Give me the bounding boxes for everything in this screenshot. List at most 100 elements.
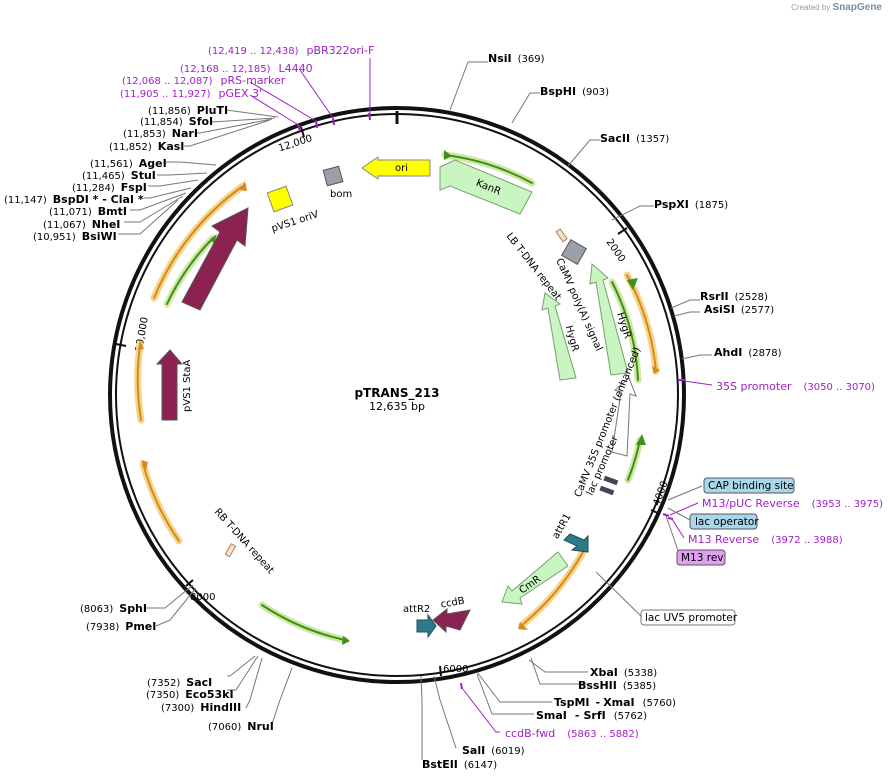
- enzyme-name: AhdI: [714, 346, 742, 359]
- primer-pos: (3972 .. 3988): [771, 535, 843, 546]
- arrowhead-icon: [342, 636, 350, 645]
- feature-attr2[interactable]: attR2: [403, 604, 437, 639]
- enzyme-pos: (1357): [636, 134, 669, 145]
- feature-bom[interactable]: bom: [322, 165, 352, 200]
- backbone-outer-circle: [108, 106, 686, 684]
- enzyme-name: NarI: [172, 127, 198, 140]
- enzyme-name: BmtI: [98, 205, 127, 218]
- enzyme-leader-lines: [118, 61, 712, 760]
- enzyme-name: FspI: [121, 181, 147, 194]
- primer-pos: (12,419 .. 12,438): [208, 46, 299, 57]
- lac-promoter-mark[interactable]: [603, 475, 619, 486]
- tick-mark: [300, 126, 305, 138]
- feature-ori[interactable]: ori: [361, 156, 431, 180]
- enzyme-pos: (5338): [624, 668, 657, 679]
- ori-arrow[interactable]: [361, 156, 431, 180]
- bom-box[interactable]: [322, 165, 344, 187]
- camv35s-arrow[interactable]: [611, 377, 637, 457]
- attr1-arrow[interactable]: [563, 533, 589, 553]
- hygr-inner-arrow[interactable]: [541, 292, 577, 381]
- callout-m13-rev[interactable]: M13 rev: [676, 549, 726, 566]
- lb-mark[interactable]: [555, 228, 568, 243]
- enzyme-pos: (5385): [623, 681, 656, 692]
- callout-lac-uv5-promoter[interactable]: lac UV5 promoter: [640, 609, 738, 626]
- enzyme-pos: (903): [582, 87, 609, 98]
- enzyme-pos: (11,147): [4, 195, 47, 206]
- cmr-arrow[interactable]: [501, 551, 569, 605]
- arrowhead-icon: [210, 234, 217, 243]
- enzyme-pos: (8063): [80, 604, 113, 615]
- callout-leader-lines: [595, 485, 703, 618]
- polya-box[interactable]: [561, 239, 587, 265]
- feature-kanr[interactable]: KanR: [439, 159, 533, 215]
- enzyme-pos: (11,071): [49, 207, 92, 218]
- enzyme-name: HindIII: [200, 701, 241, 714]
- m13-rev-box[interactable]: [676, 549, 726, 566]
- svg-text:ccdB-fwd(5863 .. 5882): ccdB-fwd(5863 .. 5882): [505, 727, 639, 740]
- lac-uv5-promoter-box[interactable]: [640, 609, 736, 626]
- enzyme-name: AsiSI: [704, 303, 735, 316]
- svg-text:SacII(1357): SacII(1357): [600, 132, 669, 145]
- rb-label: RB T-DNA repeat: [212, 507, 276, 577]
- primer-name: pRS-marker: [221, 74, 286, 87]
- ori-label: ori: [395, 163, 408, 174]
- m13-rev-label: M13 rev: [681, 552, 724, 564]
- cap-binding-site-box[interactable]: [703, 477, 795, 494]
- svg-text:(7350)Eco53kI: (7350)Eco53kI: [146, 688, 234, 701]
- pvs1-oriv-box[interactable]: [266, 185, 294, 213]
- tick-label: 12,000: [277, 133, 314, 154]
- svg-text:(7300)HindIII: (7300)HindIII: [161, 701, 241, 714]
- svg-text:(8063)SphI: (8063)SphI: [80, 602, 147, 615]
- gene-arc: [611, 281, 639, 381]
- plasmid-length: 12,635 bp: [369, 400, 425, 413]
- pvs1-repa-arrow[interactable]: [181, 207, 249, 311]
- svg-text:(12,068 .. 12,087)pRS-marker: (12,068 .. 12,087)pRS-marker: [122, 74, 286, 87]
- svg-text:(11,147)BspDI * - ClaI *: (11,147)BspDI * - ClaI *: [4, 193, 144, 206]
- svg-text:(7352)SacI: (7352)SacI: [147, 676, 212, 689]
- primer-name: M13 Reverse: [688, 533, 759, 546]
- svg-text:BspHI(903): BspHI(903): [540, 85, 609, 98]
- tick-label: 2000: [603, 237, 627, 264]
- enzyme-pos: (2577): [741, 305, 774, 316]
- feature-rb[interactable]: RB T-DNA repeat: [212, 507, 276, 577]
- svg-text:M13 Reverse(3972 .. 3988): M13 Reverse (3972 .. 3988): [688, 533, 843, 546]
- enzyme-name: SmaI: [536, 709, 567, 722]
- svg-text:35S promoter(3050 .. 3070): 35S promoter(3050 .. 3070): [716, 380, 875, 393]
- feature-pvs1-staa[interactable]: pVS1 StaA: [155, 349, 193, 421]
- gene-arc: [444, 154, 533, 184]
- lac-promoter-mark[interactable]: [599, 485, 615, 496]
- svg-text:(11,853)NarI: (11,853)NarI: [123, 127, 198, 140]
- feature-cmr[interactable]: CmR: [501, 551, 569, 605]
- callout-lac-operator[interactable]: lac operator: [689, 513, 759, 530]
- enzyme-pos: (6147): [464, 760, 497, 771]
- enzyme-pos: (11,854): [140, 117, 183, 128]
- svg-text:(11,071)BmtI: (11,071) BmtI: [49, 205, 127, 218]
- attr2-arrow[interactable]: [416, 613, 437, 639]
- orf-arc: [521, 551, 584, 626]
- arrowhead-icon: [138, 340, 144, 350]
- svg-text:(10,951)BsiWI: (10,951)BsiWI: [33, 230, 117, 243]
- gene-arc: [261, 604, 346, 641]
- svg-text:PspXI(1875): PspXI(1875): [654, 198, 728, 211]
- lac-operator-box[interactable]: [689, 513, 758, 530]
- feature-ccdb[interactable]: ccdB: [432, 596, 471, 634]
- enzyme-pos: (369): [518, 54, 545, 65]
- lb-label: LB T-DNA repeat: [504, 231, 563, 303]
- arrowhead-icon: [444, 150, 452, 160]
- enzyme-name: AgeI: [139, 157, 167, 170]
- primer-mark: [315, 120, 318, 129]
- hygr-outer-arrow[interactable]: [589, 262, 629, 376]
- ccdb-arrow[interactable]: [432, 607, 471, 634]
- rb-mark[interactable]: [224, 543, 237, 558]
- feature-attr1[interactable]: attR1: [551, 512, 589, 553]
- pvs1-staa-arrow[interactable]: [155, 349, 184, 421]
- enzyme-name: PmeI: [125, 620, 156, 633]
- pvs1-staa-label: pVS1 StaA: [182, 360, 193, 412]
- enzyme-name: BsiWI: [82, 230, 117, 243]
- attr2-label: attR2: [403, 604, 430, 615]
- feature-pvs1-oriv[interactable]: pVS1 oriV: [266, 185, 320, 235]
- callout-cap-binding-site[interactable]: CAP binding site: [703, 477, 795, 494]
- enzyme-pos: (5760): [643, 698, 676, 709]
- svg-text:(11,854)SfoI: (11,854)SfoI: [140, 115, 213, 128]
- kanr-arrow[interactable]: [439, 159, 533, 215]
